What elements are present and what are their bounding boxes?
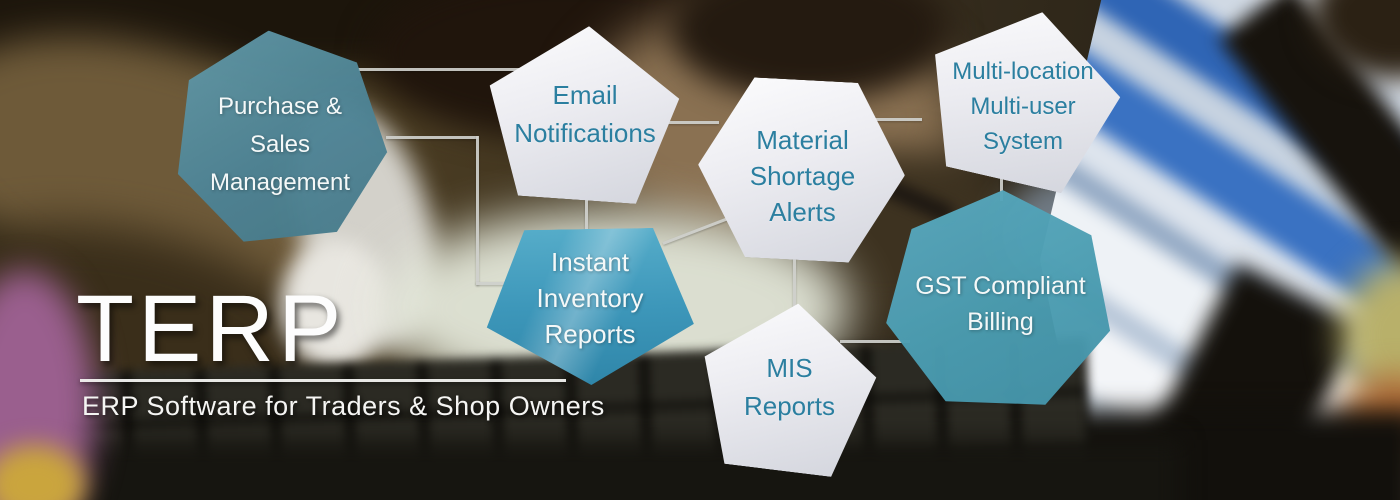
background-orange-blob [1335, 375, 1400, 495]
background-green-blob [1340, 260, 1400, 410]
feature-text: Shortage [749, 161, 856, 191]
connector-purchase-inventory-end [476, 282, 508, 285]
connector-material-multilocation [866, 118, 922, 121]
connector-purchase-email [358, 68, 521, 71]
keyboard-bottom-shadow [0, 440, 1180, 500]
feature-text: Sales [249, 131, 311, 158]
brand-title: TERP [76, 276, 346, 382]
feature-label-material-shortage: Material Shortage Alerts [700, 122, 905, 230]
connector-purchase-inventory-h [386, 136, 478, 139]
feature-label-purchase-sales: Purchase & Sales Management [180, 88, 380, 202]
feature-text: System [982, 128, 1063, 155]
feature-text: Multi-user [970, 93, 1076, 120]
feature-label-multi-location: Multi-location Multi-user System [918, 54, 1128, 159]
feature-text: MIS [766, 353, 813, 383]
feature-label-instant-inventory: Instant Inventory Reports [490, 244, 690, 352]
feature-label-mis-reports: MIS Reports [692, 349, 887, 425]
background-top-shadow [0, 0, 780, 70]
feature-text: Management [209, 169, 351, 196]
feature-text: GST Compliant [915, 272, 1086, 300]
feature-text: Reports [544, 319, 636, 349]
connector-email-material [667, 121, 719, 124]
background-yellow-blob [0, 445, 85, 500]
feature-text: Purchase & [217, 93, 343, 120]
feature-text: Alerts [769, 197, 836, 227]
feature-text: Email [552, 80, 618, 110]
laptop-bezel-side [1074, 263, 1363, 500]
feature-text: Inventory [536, 283, 644, 313]
feature-text: Billing [967, 308, 1034, 336]
connector-multilocation-gst [1000, 163, 1003, 201]
laptop-base-shadow [1060, 410, 1400, 500]
feature-text: Multi-location [952, 58, 1094, 85]
brand-tagline: ERP Software for Traders & Shop Owners [82, 391, 605, 421]
background-top-right [1310, 0, 1400, 80]
connector-purchase-inventory-v [476, 136, 479, 285]
background-tan-blob [1345, 460, 1400, 500]
feature-text: Material [756, 125, 849, 155]
feature-text: Reports [743, 391, 836, 421]
feature-label-gst-billing: GST Compliant Billing [888, 268, 1113, 340]
feature-label-email-notifications: Email Notifications [485, 76, 685, 152]
connector-email-inventory [585, 196, 588, 234]
connector-material-mis [793, 256, 796, 310]
feature-text: Notifications [514, 118, 656, 148]
laptop-bezel-top [1218, 0, 1400, 379]
connector-mis-gst [840, 340, 910, 343]
feature-text: Instant [550, 247, 630, 277]
